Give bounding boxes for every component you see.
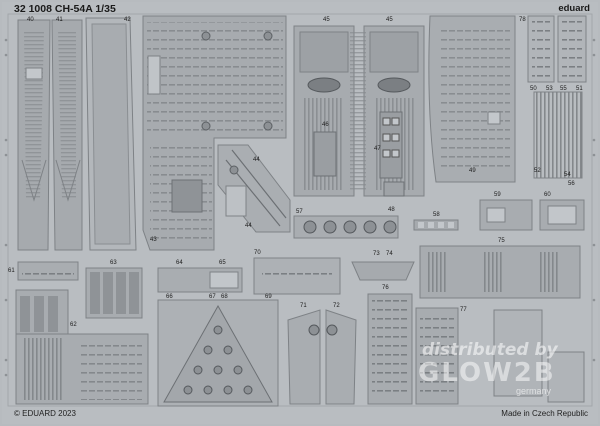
part-label: 78	[519, 17, 526, 23]
part-label: 57	[296, 209, 303, 215]
part-73-74-shape	[351, 261, 415, 281]
part-76-77	[367, 293, 585, 405]
part-label: 65	[219, 260, 226, 266]
part-59-60	[479, 199, 585, 231]
part-label: 61	[8, 268, 15, 274]
part-label: 43	[150, 237, 157, 243]
part-label: 59	[494, 192, 501, 198]
part-62	[15, 289, 149, 405]
part-label: 63	[110, 260, 117, 266]
part-label: 41	[56, 17, 63, 23]
part-61-detail	[22, 266, 74, 276]
part-75	[419, 245, 581, 299]
part-label: 72	[333, 303, 340, 309]
part-label: 55	[560, 86, 567, 92]
part-label: 68	[221, 294, 228, 300]
part-label: 45	[386, 17, 393, 23]
part-label: 54	[564, 172, 571, 178]
part-42	[85, 17, 137, 251]
part-49	[428, 15, 516, 183]
part-label: 71	[300, 303, 307, 309]
part-label: 49	[469, 168, 476, 174]
part-label: 47	[374, 146, 381, 152]
part-label: 69	[265, 294, 272, 300]
part-label: 46	[322, 122, 329, 128]
part-label: 40	[27, 17, 34, 23]
part-50-56	[533, 91, 583, 179]
part-label: 52	[534, 168, 541, 174]
part-46-47	[313, 111, 403, 179]
brand-logo: eduard	[558, 3, 590, 14]
part-label: 44	[245, 223, 252, 229]
sheet-model: CH-54A 1/35	[54, 3, 116, 15]
part-43	[142, 15, 287, 251]
part-label: 67	[209, 294, 216, 300]
part-65-window	[209, 271, 239, 289]
part-label: 74	[386, 251, 393, 257]
part-label: 42	[124, 17, 131, 23]
part-label: 56	[568, 181, 575, 187]
part-label: 73	[373, 251, 380, 257]
part-label: 70	[254, 250, 261, 256]
part-label: 50	[530, 86, 537, 92]
part-label: 45	[323, 17, 330, 23]
copyright: © EDUARD 2023	[14, 409, 76, 418]
made-in: Made in Czech Republic	[501, 409, 588, 418]
sheet-title: 32 1008 CH-54A 1/35	[14, 4, 116, 15]
part-label: 60	[544, 192, 551, 198]
part-label: 62	[70, 322, 77, 328]
part-label: 76	[382, 285, 389, 291]
part-40-41	[17, 19, 83, 251]
part-label: 51	[576, 86, 583, 92]
part-48-shape	[383, 181, 405, 197]
part-70-detail	[262, 270, 332, 278]
part-57	[293, 215, 399, 239]
part-label: 44	[253, 157, 260, 163]
part-71-72	[287, 309, 357, 405]
part-44	[217, 144, 291, 233]
part-label: 58	[433, 212, 440, 218]
part-label: 77	[460, 307, 467, 313]
part-label: 64	[176, 260, 183, 266]
part-78	[527, 15, 587, 83]
sheet-code: 32 1008	[14, 3, 52, 15]
part-66-69	[157, 299, 279, 407]
part-label: 48	[388, 207, 395, 213]
part-label: 66	[166, 294, 173, 300]
part-58	[413, 219, 459, 231]
part-label: 53	[546, 86, 553, 92]
part-label: 75	[498, 238, 505, 244]
part-63	[85, 267, 143, 319]
